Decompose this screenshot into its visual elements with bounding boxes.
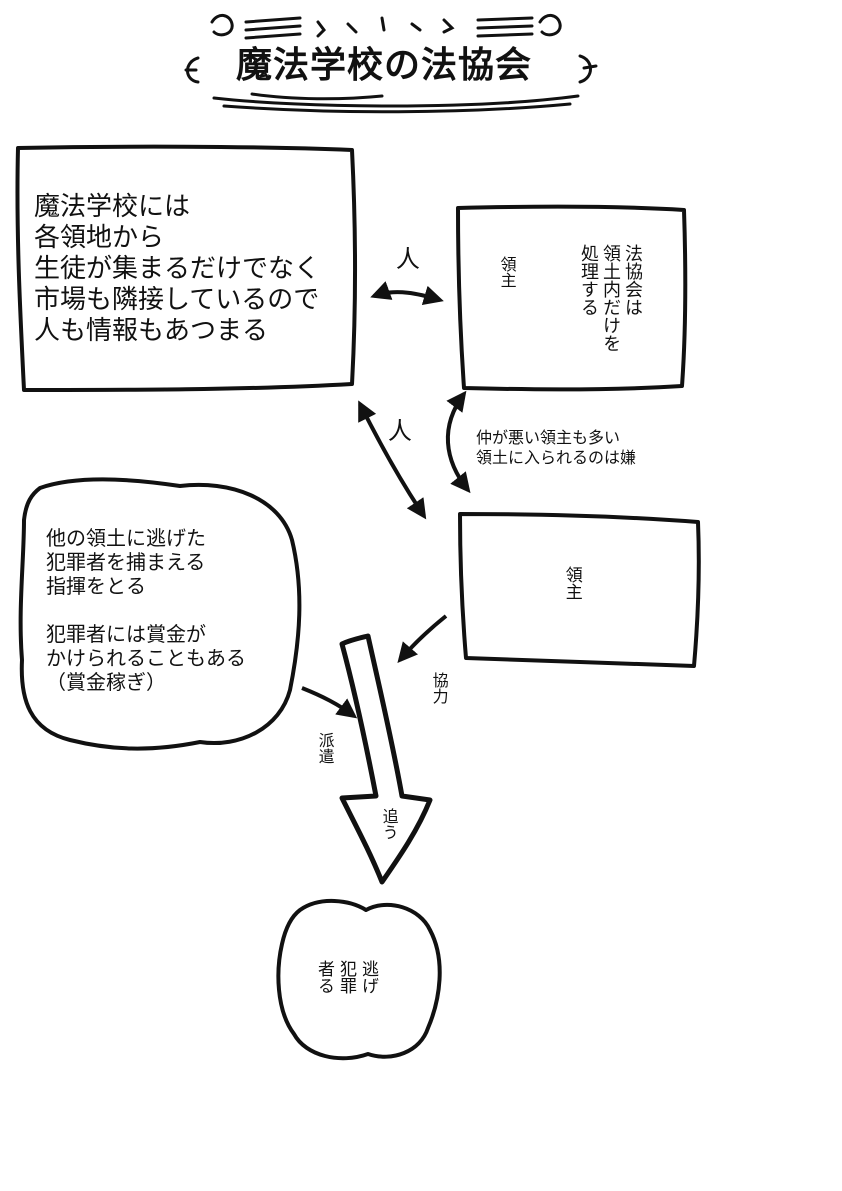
school-box [15, 144, 357, 392]
criminal-cloud [276, 898, 442, 1061]
arrow-school-to-lord-bottom [358, 400, 427, 520]
label-chase: 追う [379, 808, 399, 840]
criminal-line-3: 者る [314, 960, 334, 994]
law-association-description: 他の領土に逃げた 犯罪者を捕まえる 指揮をとる 犯罪者には賞金が かけられること… [46, 526, 246, 694]
relationship-note: 仲が悪い領主も多い 領土に入られるのは嫌 [476, 428, 637, 467]
lord-top-policy-line-3: 処理する [578, 244, 599, 316]
school-description: 魔法学校には 各領地から 生徒が集まるだけでなく 市場も隣接しているので 人も情… [34, 192, 321, 346]
criminal-line-2: 犯罪 [336, 960, 356, 994]
page-title: 魔法学校の法協会 [236, 45, 533, 86]
left-cloud [18, 477, 302, 751]
arrow-lord-top-to-lord-bottom [445, 390, 471, 494]
label-dispatch: 派遣 [315, 732, 335, 764]
criminal-line-1: 逃げ [358, 960, 378, 994]
lord-box-top [456, 204, 688, 392]
lord-top-policy-line-2: 領土内だけを [600, 244, 621, 352]
label-human-diagonal: 人 [383, 418, 412, 442]
lord-top-label: 領主 [497, 256, 517, 288]
label-human-top: 人 [391, 246, 420, 270]
arrow-school-to-lord-top [370, 281, 444, 305]
lord-top-policy-line-1: 法協会は [622, 244, 643, 316]
lord-box-bottom [458, 512, 701, 668]
lord-bottom-label: 領主 [561, 566, 582, 600]
arrow-cooperation [397, 614, 448, 664]
arrow-dispatch [301, 686, 358, 719]
chase-arrow [339, 633, 433, 885]
label-cooperation: 協力 [429, 672, 449, 704]
title-decoration [184, 14, 598, 114]
